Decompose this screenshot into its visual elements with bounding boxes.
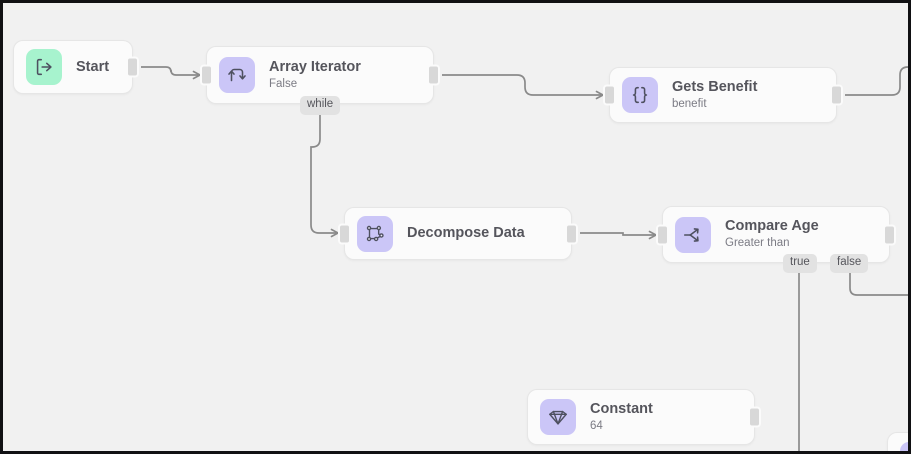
node-array-iterator[interactable]: Array Iterator False [200, 46, 440, 104]
edge-label-while: while [300, 96, 341, 115]
node-gets-benefit[interactable]: Gets Benefit benefit [603, 67, 843, 123]
edge-decompose-data-to-compare-age [580, 230, 657, 240]
node-gets-benefit-output-port[interactable] [830, 84, 843, 106]
start-arrow-icon [26, 49, 62, 85]
node-constant-title: Constant [590, 400, 653, 417]
edge-label-false: false [830, 254, 869, 273]
node-decompose-data[interactable]: Decompose Data [338, 207, 578, 260]
node-array-iterator-text: Array Iterator False [269, 58, 361, 93]
node-gets-benefit-text: Gets Benefit benefit [672, 78, 757, 113]
curly-braces-icon [622, 77, 658, 113]
node-gets-benefit-subtitle: benefit [672, 97, 707, 110]
edge-start-to-array-iterator [141, 66, 201, 80]
loop-icon [219, 57, 255, 93]
node-constant[interactable]: Constant 64 [527, 389, 761, 445]
node-compare-age-title: Compare Age [725, 218, 819, 235]
node-start[interactable]: Start [13, 40, 139, 94]
branch-fork-icon [675, 216, 711, 253]
node-array-iterator-input-port[interactable] [200, 64, 213, 86]
node-constant-text: Constant 64 [590, 400, 653, 435]
node-decompose-data-input-port[interactable] [338, 223, 351, 244]
node-compare-age[interactable]: Compare Age Greater than [656, 206, 896, 263]
edge-false-branch [849, 273, 908, 296]
node-compare-age-subtitle: Greater than [725, 237, 790, 250]
node-constant-output-port[interactable] [748, 406, 761, 428]
node-decompose-data-title: Decompose Data [407, 225, 525, 242]
node-compare-age-input-port[interactable] [656, 224, 669, 245]
node-offscreen-bottom-right[interactable] [887, 432, 908, 451]
node-start-text: Start [76, 58, 109, 76]
node-start-title: Start [76, 58, 110, 75]
node-constant-subtitle: 64 [590, 419, 603, 432]
graph-nodes-icon [357, 215, 393, 252]
node-gets-benefit-title: Gets Benefit [672, 78, 758, 95]
diamond-gem-icon [540, 399, 576, 435]
node-array-iterator-title: Array Iterator [269, 58, 361, 75]
node-gets-benefit-input-port[interactable] [603, 84, 616, 106]
node-start-output-port[interactable] [126, 56, 139, 78]
edge-array-iterator-to-gets-benefit [442, 74, 604, 100]
node-compare-age-text: Compare Age Greater than [725, 217, 819, 252]
node-array-iterator-output-port[interactable] [427, 64, 440, 86]
edge-gets-benefit-to-offscreen [845, 66, 908, 96]
node-decompose-data-output-port[interactable] [565, 223, 578, 244]
node-icon [900, 442, 908, 451]
node-decompose-data-text: Decompose Data [407, 224, 525, 242]
edge-while-to-decompose-data [310, 115, 339, 238]
node-compare-age-output-port[interactable] [883, 224, 896, 245]
node-array-iterator-subtitle: False [269, 77, 298, 90]
edge-label-true: true [783, 254, 817, 273]
